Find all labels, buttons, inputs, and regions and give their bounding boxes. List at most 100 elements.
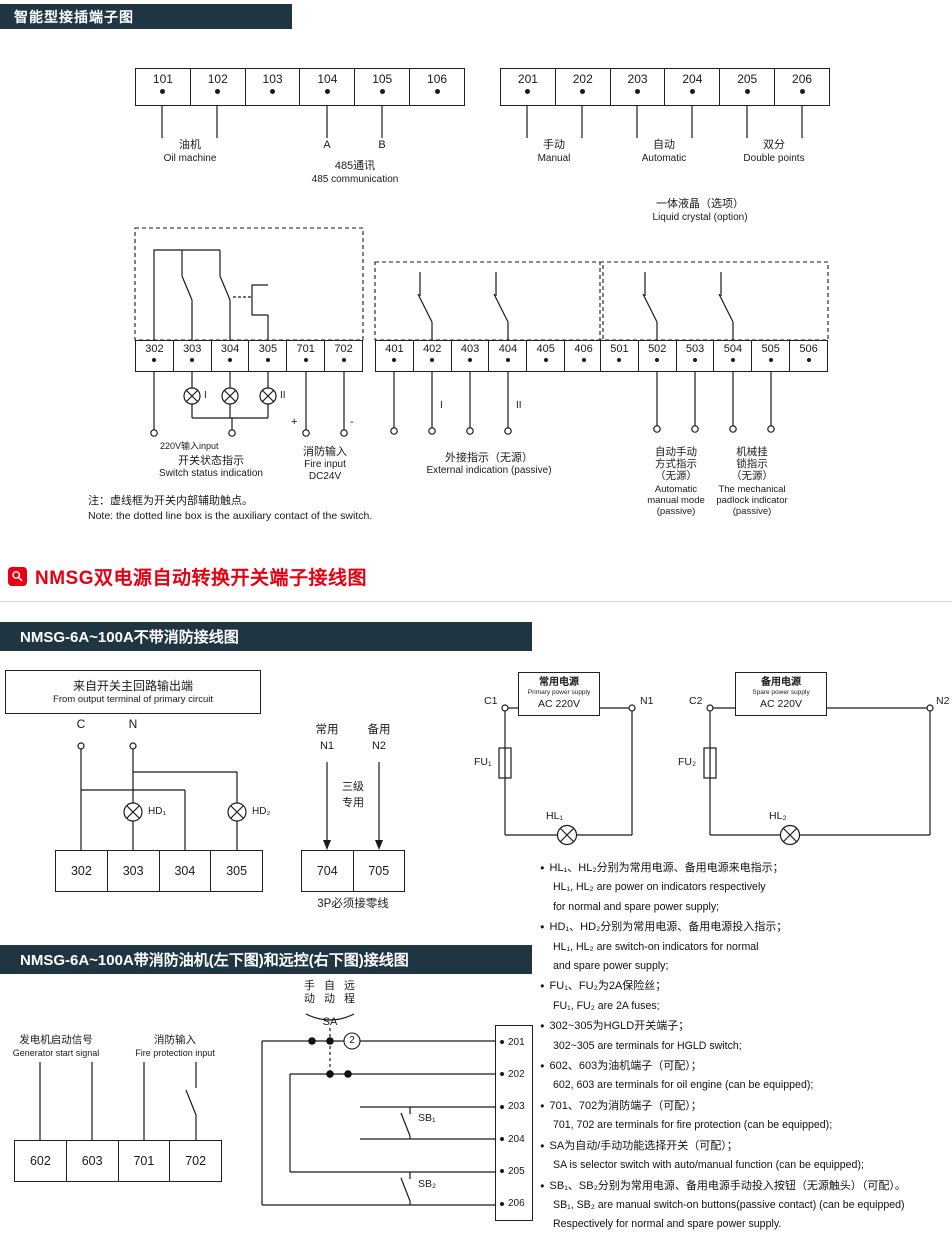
note-cn: 注：虚线框为开关内部辅助触点。 xyxy=(88,495,253,507)
rs485-b-label: B xyxy=(378,139,386,151)
terminal-dot xyxy=(768,358,773,362)
terminal-dot xyxy=(655,358,660,362)
strip-dot xyxy=(500,1072,504,1077)
terminal-block-201-206: 201 202 203 204 205 206 xyxy=(500,68,830,106)
terminal-number: 203 xyxy=(627,72,648,86)
terminal-dot xyxy=(693,358,698,362)
legend-item: 701、702为消防端子（可配）； xyxy=(540,1096,952,1116)
legend-item: 602、603为油机端子（可配）； xyxy=(540,1056,952,1076)
strip-cell: 205 xyxy=(496,1155,532,1187)
wire-end-terminals xyxy=(150,425,775,437)
strip-number: 202 xyxy=(508,1068,525,1080)
auto-manual-label-cn3: （无源） xyxy=(655,470,697,482)
terminal-cell: 302 xyxy=(136,341,174,371)
three-level-label-2: 专用 xyxy=(342,797,364,809)
terminal-number: 305 xyxy=(258,343,278,355)
legend-item: SB₁, SB₂ are manual switch-on buttons(pa… xyxy=(553,1198,905,1211)
terminal-dot xyxy=(505,358,510,362)
spare-power-en: Spare power supply xyxy=(752,689,810,696)
padlock-label-cn3: （无源） xyxy=(731,470,773,482)
terminal-cell: 303 xyxy=(174,341,212,371)
below-row-wires xyxy=(153,372,772,430)
terminal-dot xyxy=(430,358,435,362)
terminal-dot xyxy=(617,358,622,362)
strip-number: 205 xyxy=(508,1165,525,1177)
terminal-dot xyxy=(689,89,695,94)
terminal-dot xyxy=(543,358,548,362)
strip-number: 203 xyxy=(508,1101,525,1113)
terminal-number: 401 xyxy=(385,343,404,355)
terminal-number: 105 xyxy=(372,72,393,86)
terminal-number: 701 xyxy=(133,1154,155,1168)
terminal-number: 701 xyxy=(296,343,315,355)
internal-auxiliary-contacts xyxy=(153,249,734,340)
hl1-label: HL₁ xyxy=(546,810,563,822)
three-level-label-1: 三级 xyxy=(342,781,364,793)
terminal-row-302-702: 302 303 304 305 701 702 xyxy=(135,340,363,372)
terminal-cell: 304 xyxy=(212,341,250,371)
padlock-label-cn1: 机械挂 xyxy=(736,446,768,458)
terminal-cell: 105 xyxy=(355,69,411,105)
terminal-number: 101 xyxy=(152,72,173,86)
remote-terminal-strip-201-206: 201 202 203 204 205 206 xyxy=(495,1025,533,1221)
terminal-cell: 701 xyxy=(287,341,326,371)
terminal-cell: 102 xyxy=(191,69,246,105)
auto-manual-label-en2: manual mode xyxy=(647,495,705,506)
fire-input-label-cn: 消防输入 xyxy=(303,446,347,458)
legend-item: HL₁、HL₂分别为常用电源、备用电源来电指示； xyxy=(540,858,952,878)
generator-fire-wires xyxy=(39,1062,197,1140)
arrowheads xyxy=(323,840,383,850)
terminal-number: 305 xyxy=(226,864,248,878)
terminal-number: 702 xyxy=(185,1154,207,1168)
legend-item: for normal and spare power supply; xyxy=(553,900,720,913)
manual-label-en: Manual xyxy=(537,153,571,164)
red-section-title: NMSG双电源自动转换开关端子接线图 xyxy=(35,568,368,589)
terminal-dot xyxy=(215,89,221,94)
terminal-dot xyxy=(303,358,308,362)
legend-item: FU₁, FU₂ are 2A fuses; xyxy=(553,999,660,1012)
terminal-cell: 506 xyxy=(790,341,827,371)
nofire-left-wires xyxy=(80,749,380,850)
auto-manual-label-en3: (passive) xyxy=(656,506,696,517)
terminal-cell: 502 xyxy=(639,341,677,371)
auto-manual-label-cn1: 自动手动 xyxy=(655,446,697,458)
terminal-number: 403 xyxy=(460,343,480,355)
terminal-cell: 303 xyxy=(108,851,160,891)
terminal-number: 106 xyxy=(427,72,448,86)
c1-label: C1 xyxy=(484,695,498,707)
double-points-label-cn: 双分 xyxy=(763,139,785,151)
hl-indicator-lamps xyxy=(556,824,801,846)
n1-right-label: N1 xyxy=(640,695,654,707)
terminal-dot xyxy=(581,358,586,362)
terminal-cell: 503 xyxy=(677,341,715,371)
terminal-cell: 402 xyxy=(414,341,452,371)
terminal-number: 206 xyxy=(792,72,813,86)
legend-item: 302~305为HGLD开关端子； xyxy=(540,1016,952,1036)
neutral-wire-note: 3P必须接零线 xyxy=(317,898,389,910)
spare-power-box: 备用电源 Spare power supply AC 220V xyxy=(735,672,827,716)
mode-auto-label: 自动 xyxy=(324,980,335,1005)
comm-label-cn: 485通讯 xyxy=(334,160,376,172)
rs485-a-label: A xyxy=(323,139,331,151)
note-en: Note: the dotted line box is the auxilia… xyxy=(88,510,373,522)
sa-selector-label: SA xyxy=(322,1016,338,1028)
terminal-number: 302 xyxy=(145,343,164,355)
legend-item: 302~305 are terminals for HGLD switch; xyxy=(553,1039,742,1052)
terminal-number: 205 xyxy=(737,72,758,86)
terminal-number: 705 xyxy=(368,864,390,878)
terminal-cell: 401 xyxy=(376,341,414,371)
external-indication-label-cn: 外接指示（无源） xyxy=(445,452,533,464)
terminal-number: 303 xyxy=(122,864,144,878)
terminal-dot xyxy=(160,89,166,94)
terminal-dot xyxy=(744,89,750,94)
terminal-cell: 305 xyxy=(211,851,262,891)
terminal-number: 405 xyxy=(536,343,555,355)
normal-supply-label: 常用 xyxy=(315,724,339,736)
spare-power-voltage: AC 220V xyxy=(759,698,803,710)
terminal-block-101-106: 101 102 103 104 105 106 xyxy=(135,68,465,106)
hd2-label: HD₂ xyxy=(252,806,271,817)
primary-power-box: 常用电源 Primary power supply AC 220V xyxy=(518,672,600,716)
legend-item: Respectively for normal and spare power … xyxy=(553,1218,782,1231)
circled-2-label: 2 xyxy=(349,1035,355,1046)
selector-contacts xyxy=(308,1032,361,1078)
